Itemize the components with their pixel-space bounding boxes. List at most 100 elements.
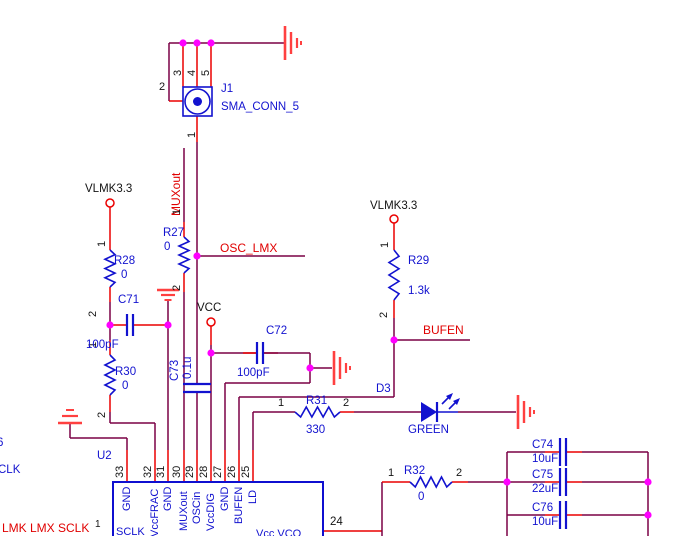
led-arrow-icon	[453, 398, 460, 405]
power-label-vlmk33-left: VLMK3.3	[85, 183, 133, 195]
j1-pin2-number: 2	[159, 81, 166, 93]
r28-pin1-number: 1	[96, 240, 108, 247]
u2-pin29-number: 29	[184, 465, 196, 478]
u2-pin31-number: 31	[155, 465, 167, 478]
c72-value: 100pF	[237, 367, 270, 379]
r32-pin2-number: 2	[456, 467, 463, 479]
resistor-r31[interactable]	[294, 405, 341, 419]
j1-refdes: J1	[221, 83, 234, 95]
power-pin-icon	[389, 214, 399, 224]
resistor-r27[interactable]	[177, 236, 191, 274]
junction-dot	[306, 364, 314, 372]
u2-pin32-number: 32	[142, 465, 154, 478]
u2-pin30-name: MUXout	[178, 490, 190, 531]
u2-pin30-number: 30	[171, 465, 183, 478]
power-pin-icon	[206, 317, 216, 327]
r32-value: 0	[418, 491, 425, 503]
u2-pin33-number: 33	[114, 465, 126, 478]
r27-pin1-number: 1	[171, 208, 183, 215]
u2-refdes: U2	[97, 450, 112, 462]
connector-j1[interactable]	[182, 86, 213, 117]
r30-value: 0	[122, 380, 129, 392]
net-label-osc-lmx: OSC_LMX	[220, 241, 278, 255]
r27-pin2-number: 2	[171, 284, 183, 291]
r31-pin1-number: 1	[278, 397, 285, 409]
c74-refdes: C74	[532, 439, 554, 451]
r30-pin2-number: 2	[96, 411, 108, 418]
junction-dot	[644, 478, 652, 486]
r32-pin1-number: 1	[388, 467, 395, 479]
r28-pin2-number: 2	[87, 310, 99, 317]
r27-refdes: R27	[163, 227, 185, 239]
j1-pin5-number: 5	[200, 69, 212, 76]
c71-value: 100pF	[86, 339, 119, 351]
u2-pin33-name: GND	[121, 486, 133, 511]
u2-pin28-name: VccDIG	[205, 492, 217, 531]
r31-value: 330	[306, 424, 326, 436]
r28-refdes: R28	[114, 255, 136, 267]
resistor-r32[interactable]	[409, 475, 453, 489]
junction-dot	[193, 252, 201, 260]
r29-pin2-number: 2	[378, 311, 390, 318]
r32-refdes: R32	[404, 465, 426, 477]
c75-refdes: C75	[532, 469, 554, 481]
c73-value: 0.1u	[182, 356, 194, 379]
r28-value: 0	[121, 269, 128, 281]
ic-u2[interactable]	[112, 481, 324, 536]
r29-value: 1.3k	[408, 285, 430, 297]
resistor-r28[interactable]	[103, 249, 117, 288]
r29-pin1-number: 1	[379, 241, 391, 248]
u2-pin1-name: SCLK	[116, 526, 145, 536]
c71-refdes: C71	[118, 294, 140, 306]
u2-pin24-number: 24	[330, 516, 343, 528]
c74-value: 10uF	[532, 453, 559, 465]
r31-pin2-number: 2	[343, 397, 350, 409]
junction-dot	[164, 321, 172, 329]
junction-dot	[193, 39, 201, 47]
u2-pin24-name: Vcc VCO	[256, 528, 302, 536]
j1-pin4-number: 4	[186, 69, 198, 76]
power-label-vcc: VCC	[197, 302, 222, 314]
net-label-sclk-partial: CLK	[0, 464, 21, 476]
j1-pin1-number: 1	[186, 131, 198, 138]
junction-dot	[390, 336, 398, 344]
u2-pin1-number: 1	[95, 519, 101, 530]
led-arrow-icon	[446, 393, 453, 400]
u2-pin27-name: GND	[219, 486, 231, 511]
u2-pin26-number: 26	[226, 465, 238, 478]
c73-refdes: C73	[169, 359, 181, 381]
edge-partial-text: 6	[0, 437, 4, 449]
junction-dot	[207, 349, 215, 357]
c72-refdes: C72	[266, 325, 288, 337]
u2-pin29-name: OSCin	[191, 491, 203, 524]
j1-pin3-number: 3	[172, 69, 184, 76]
u2-pin31-name: GND	[162, 486, 174, 511]
resistor-r29[interactable]	[387, 249, 401, 301]
u2-pin26-name: BUFEN	[233, 486, 245, 524]
resistor-r30[interactable]	[103, 354, 117, 396]
r30-refdes: R30	[115, 366, 137, 378]
junction-dot	[106, 321, 114, 329]
u2-pin27-number: 27	[212, 465, 224, 478]
r27-value: 0	[164, 241, 171, 253]
r29-refdes: R29	[408, 255, 430, 267]
junction-dot	[207, 39, 215, 47]
power-pin-icon	[105, 198, 115, 208]
net-label-bufen: BUFEN	[423, 323, 464, 337]
c76-refdes: C76	[532, 502, 554, 514]
r31-refdes: R31	[306, 395, 328, 407]
u2-pin25-number: 25	[240, 465, 252, 478]
u2-pin32-name: VccFRAC	[149, 488, 161, 536]
connector-j1[interactable]	[193, 97, 202, 106]
u2-pin25-name: LD	[247, 490, 259, 505]
junction-dot	[503, 478, 511, 486]
led-d3[interactable]	[421, 402, 437, 422]
power-label-vlmk33-right: VLMK3.3	[370, 200, 418, 212]
junction-dot	[179, 39, 187, 47]
junction-dot	[644, 511, 652, 519]
c76-value: 10uF	[532, 516, 559, 528]
d3-value: GREEN	[408, 424, 449, 436]
u2-pin28-number: 28	[198, 465, 210, 478]
